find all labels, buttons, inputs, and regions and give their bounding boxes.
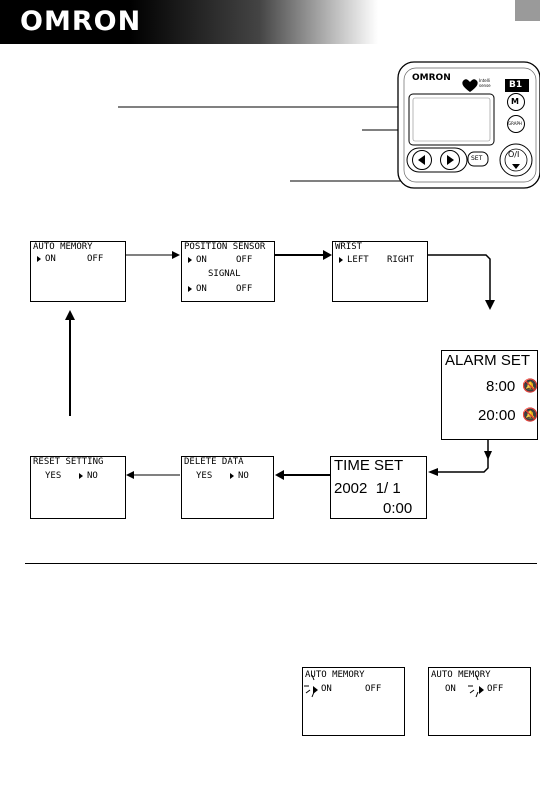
option-no: NO	[87, 471, 98, 481]
device-logo: OMRON	[412, 73, 451, 83]
alarm-time-2: 20:00	[478, 407, 516, 424]
screen-title: ALARM SET	[445, 352, 531, 369]
selector-icon	[479, 686, 484, 694]
option-off: OFF	[365, 684, 382, 694]
option-on: ON	[445, 684, 456, 694]
selector-icon	[37, 256, 41, 262]
screen-title: POSITION SENSOR	[184, 242, 266, 252]
option-left: LEFT	[347, 255, 369, 265]
screen-alarm-set: ALARM SET 8:00 🔕 20:00 🔕	[441, 350, 538, 440]
option-on: ON	[196, 255, 207, 265]
screen-title: RESET SETTING	[33, 457, 104, 467]
signal-off: OFF	[236, 284, 253, 294]
option-on: ON	[321, 684, 332, 694]
screen-auto-memory: AUTO MEMORY ON OFF	[30, 241, 126, 302]
screen-title: AUTO MEMORY	[305, 670, 365, 680]
blink-icon	[468, 674, 479, 698]
blink-icon	[304, 674, 315, 698]
alarm-off-icon: 🔕	[522, 408, 539, 423]
selector-icon	[79, 473, 83, 479]
signal-label: SIGNAL	[208, 269, 241, 279]
option-yes: YES	[196, 471, 213, 481]
screen-title: AUTO MEMORY	[33, 242, 93, 252]
power-button[interactable]: O/I	[508, 150, 520, 159]
option-off: OFF	[236, 255, 253, 265]
selector-icon	[339, 257, 343, 263]
screen-title: DELETE DATA	[184, 457, 244, 467]
option-right: RIGHT	[387, 255, 415, 265]
section-divider	[25, 563, 537, 564]
option-on: ON	[45, 254, 56, 264]
option-off: OFF	[87, 254, 104, 264]
screen-time-set: TIME SET 2002 1/ 1 0:00	[330, 456, 427, 519]
page-tab-marker	[515, 0, 540, 21]
option-no: NO	[238, 471, 249, 481]
selector-icon	[313, 686, 318, 694]
date-value: 2002 1/ 1	[334, 480, 401, 497]
alarm-off-icon: 🔕	[522, 379, 539, 394]
device-illustration	[118, 61, 540, 189]
screen-delete-data: DELETE DATA YES NO	[181, 456, 274, 519]
signal-on: ON	[196, 284, 207, 294]
example-screen-on: AUTO MEMORY ON OFF	[302, 667, 405, 736]
screen-wrist: WRIST LEFT RIGHT	[332, 241, 428, 302]
screen-reset-setting: RESET SETTING YES NO	[30, 456, 126, 519]
screen-title: TIME SET	[334, 457, 404, 474]
alarm-time-1: 8:00	[486, 378, 516, 395]
selector-icon	[188, 286, 192, 292]
flow-connectors	[65, 250, 495, 480]
selector-icon	[188, 257, 192, 263]
power-indicator-icon	[512, 164, 520, 169]
screen-position-sensor: POSITION SENSOR ON OFF SIGNAL ON OFF	[181, 241, 275, 302]
option-off: OFF	[487, 684, 504, 694]
screen-title: WRIST	[335, 242, 363, 252]
option-yes: YES	[45, 471, 62, 481]
brand-logo: OMRON	[20, 6, 142, 37]
screen-title: AUTO MEMORY	[431, 670, 491, 680]
intellisense-logo: Intelli sense	[479, 78, 491, 88]
b1-label: B1	[509, 80, 523, 90]
time-value: 0:00	[383, 500, 413, 517]
graph-button[interactable]: GRAPH	[508, 121, 522, 126]
set-button[interactable]: SET	[471, 155, 483, 162]
example-screen-off: AUTO MEMORY ON OFF	[428, 667, 531, 736]
header-banner	[0, 0, 540, 44]
selector-icon	[230, 473, 234, 479]
m-button[interactable]: M	[511, 97, 519, 106]
